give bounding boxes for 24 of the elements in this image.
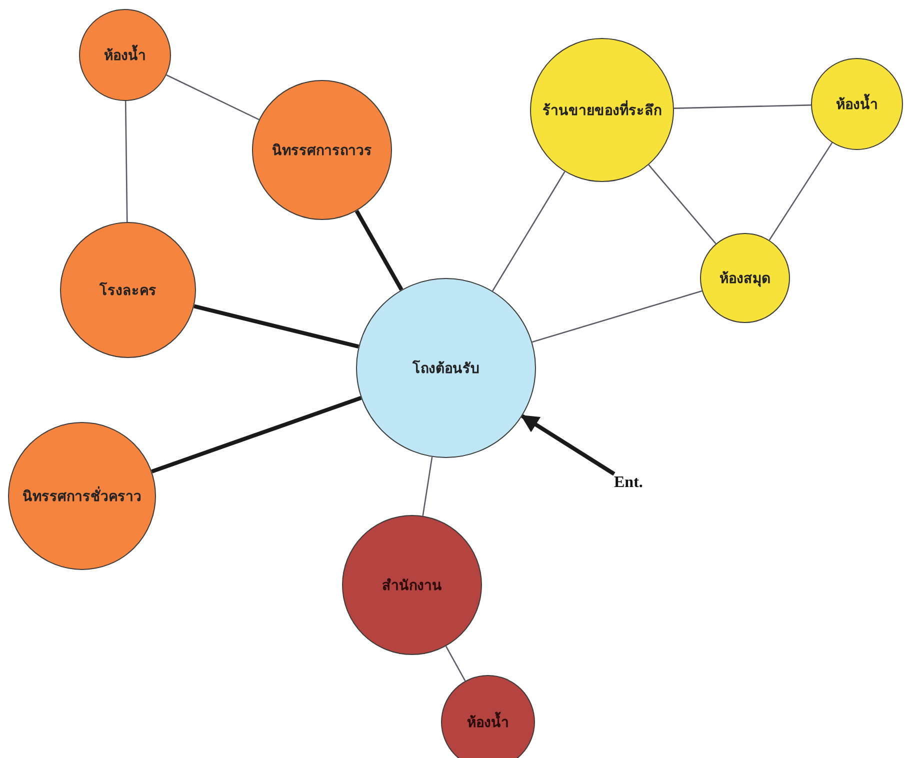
room-circle: โรงละคร [60,222,196,358]
connector-line [124,100,128,222]
entrance-label: Ent. [614,474,643,492]
room-circle: ห้องน้ำ [441,675,535,758]
room-circle: ร้านขายของที่ระลึก [530,38,674,182]
connector-line [166,74,260,120]
connector-line [422,456,433,516]
connector-line [648,164,716,244]
room-circle: ห้องสมุด [700,233,790,323]
connector-line [674,104,812,109]
room-circle: ห้องน้ำ [811,58,903,150]
connector-line [492,171,566,292]
connector-line [194,304,360,348]
room-circle: สำนักงาน [342,515,482,655]
room-circle: โถงต้อนรับ [356,278,536,458]
connector-line [151,396,362,474]
arrow [520,414,616,476]
connector-line [532,290,702,343]
connector-line [768,142,833,241]
room-circle: นิทรรศการถาวร [252,80,392,220]
connector-line [354,210,404,291]
room-circle: ห้องน้ำ [79,9,171,101]
connector-line [445,646,466,682]
room-circle: นิทรรศการชั่วคราว [8,422,156,570]
